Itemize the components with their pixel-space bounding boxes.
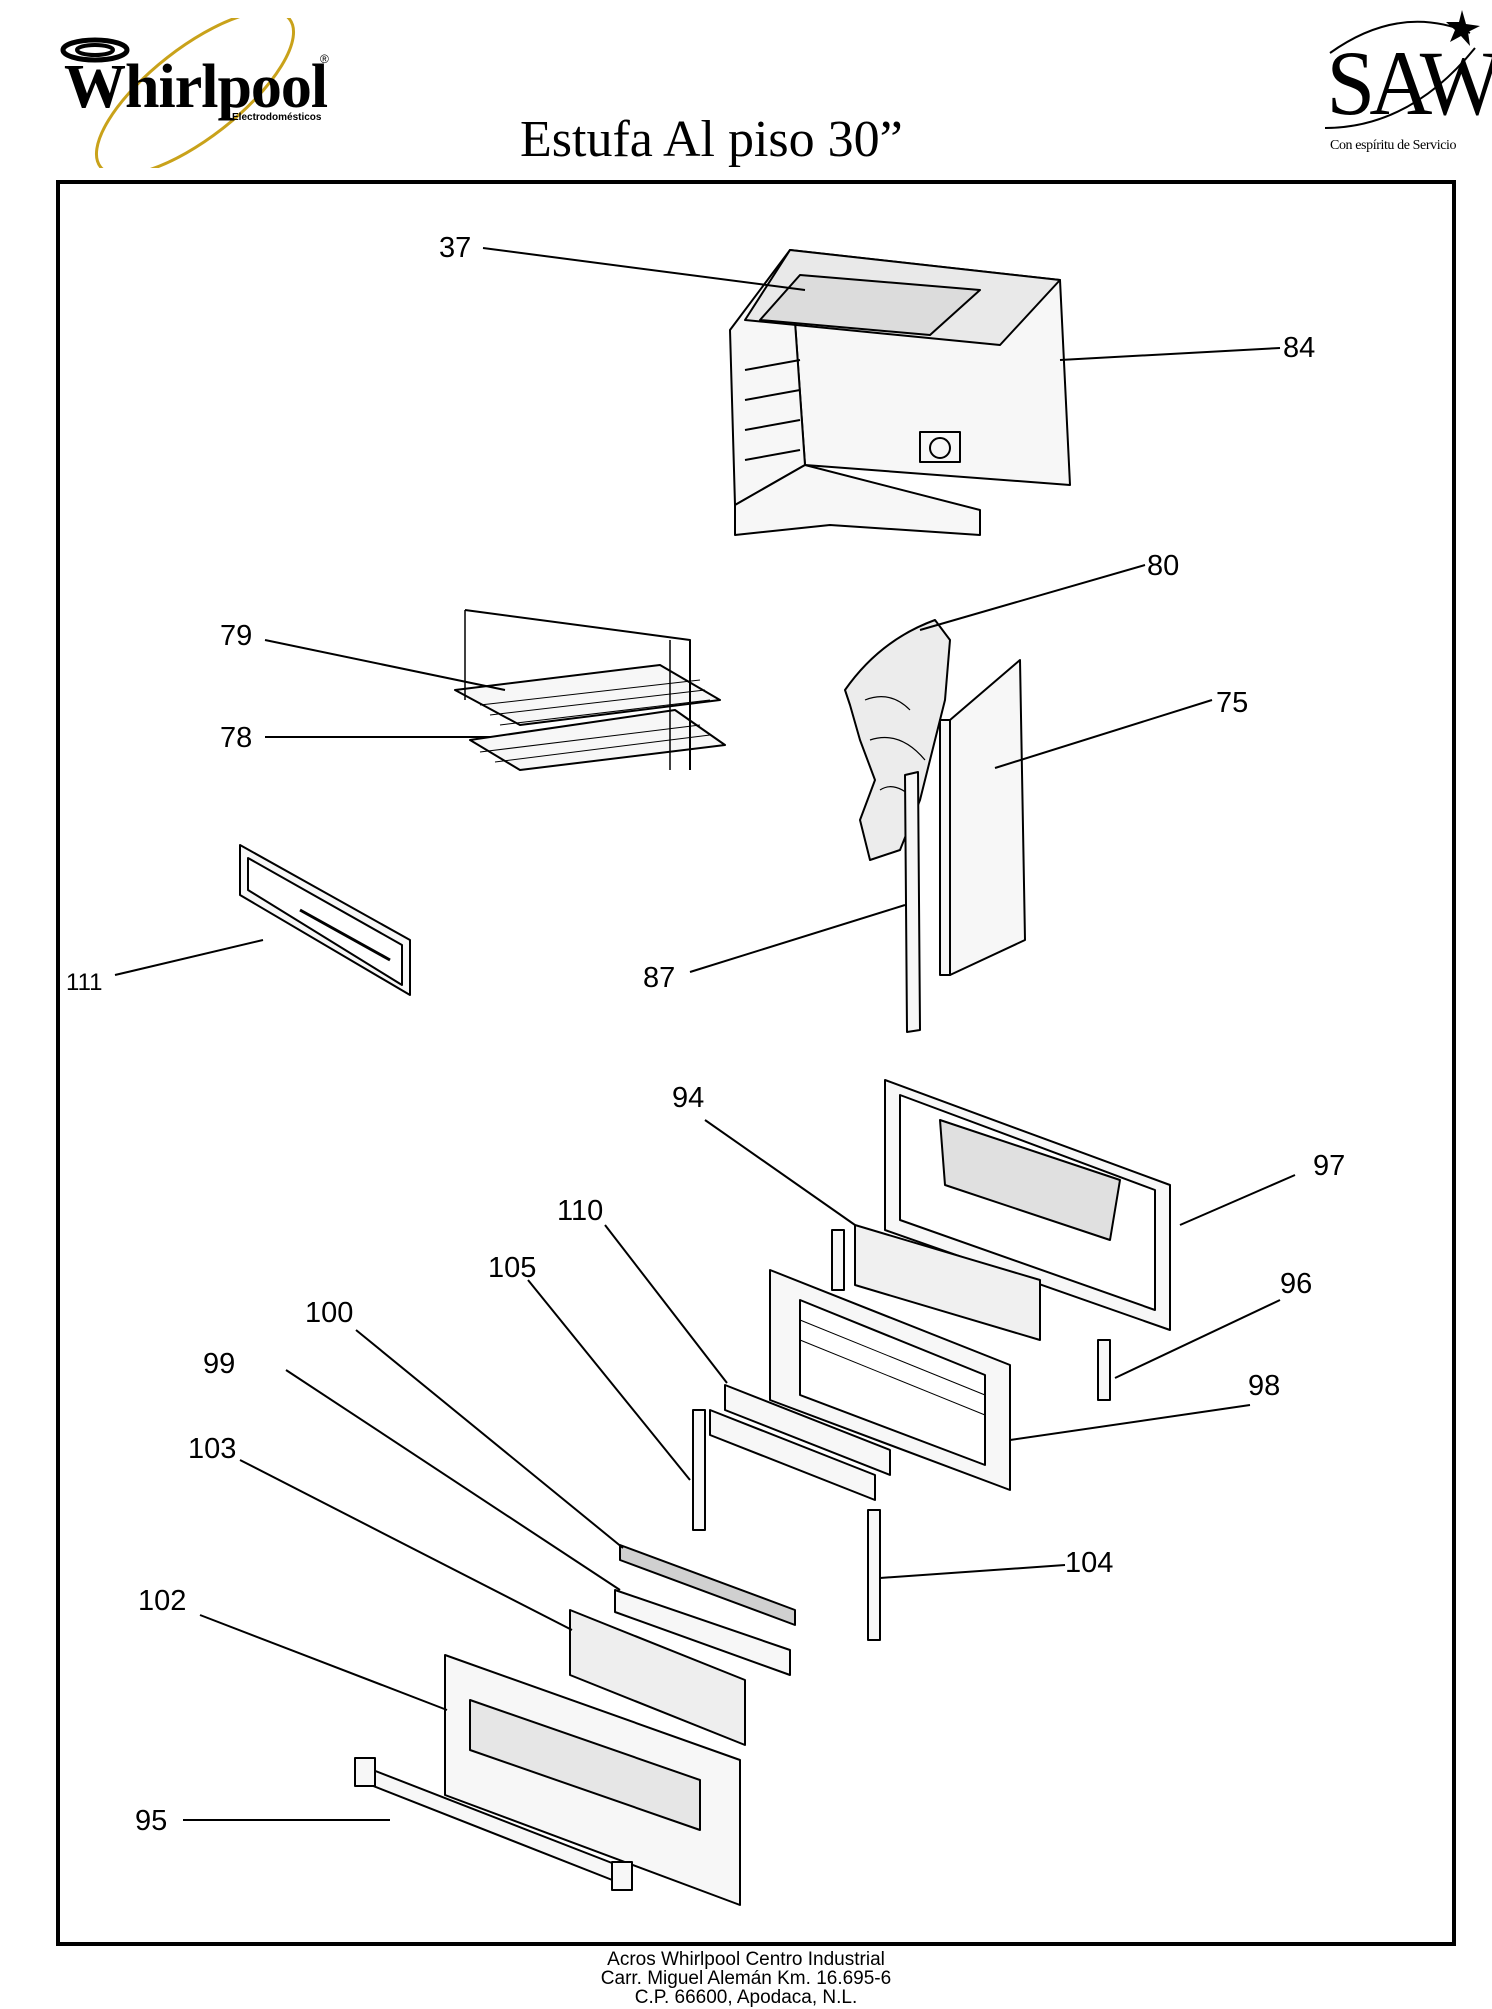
part-door-frame [769,1269,1011,1491]
callout-96: 96 [1280,1268,1312,1300]
part-side-panel [939,659,1026,976]
whirlpool-swirl-icon [60,9,296,177]
part-broiler-panel [239,844,411,996]
saw-tagline: Con espíritu de Servicio [1330,138,1457,153]
leader-lines [114,247,1296,1821]
callout-94: 94 [672,1082,704,1114]
callout-105: 105 [488,1252,536,1284]
callout-87: 87 [643,962,675,994]
saw-wordmark: SAW [1326,32,1492,134]
part-strip [904,771,921,1033]
callout-99: 99 [203,1348,235,1380]
callout-78: 78 [220,722,252,754]
callout-37: 37 [439,232,471,264]
saw-logo [1310,8,1488,158]
callout-111: 111 [66,969,102,996]
callout-98: 98 [1248,1370,1280,1402]
footer-line-3: C.P. 66600, Apodaca, N.L. [634,1987,858,2008]
saw-star-swoosh-icon [1324,10,1480,129]
whirlpool-logo [45,9,335,177]
part-outer-glass [569,1609,746,1746]
callout-110: 110 [557,1195,603,1227]
callout-102: 102 [138,1585,186,1617]
callout-104: 104 [1065,1547,1113,1579]
part-oven-racks [454,609,726,771]
callout-95: 95 [135,1805,167,1837]
page-title: Estufa Al piso 30” [520,111,903,168]
callout-100: 100 [305,1297,353,1329]
part-vent-bar [619,1544,796,1626]
part-channels [709,1384,891,1501]
callout-80: 80 [1147,550,1179,582]
whirlpool-wordmark: Whirlpool [64,53,328,121]
footer-line-2: Carr. Miguel Alemán Km. 16.695-6 [600,1968,892,1989]
whirlpool-subtitle: Electrodomésticos [232,112,322,123]
callout-97: 97 [1313,1150,1345,1182]
diagram-frame [56,180,1456,1946]
part-door-handle [354,1757,633,1891]
part-inner-door [884,1079,1171,1331]
callout-79: 79 [220,620,252,652]
part-trim [614,1589,791,1676]
callout-84: 84 [1283,332,1315,364]
part-insulation [844,619,951,861]
part-hinges [692,1229,1111,1641]
registered-mark: ® [320,52,329,66]
callout-75: 75 [1216,687,1248,719]
part-outer-door [444,1654,741,1906]
callout-103: 103 [188,1433,236,1465]
part-glass-pane [854,1224,1041,1341]
footer-line-1: Acros Whirlpool Centro Industrial [607,1949,885,1970]
part-oven-cavity [729,249,1071,536]
